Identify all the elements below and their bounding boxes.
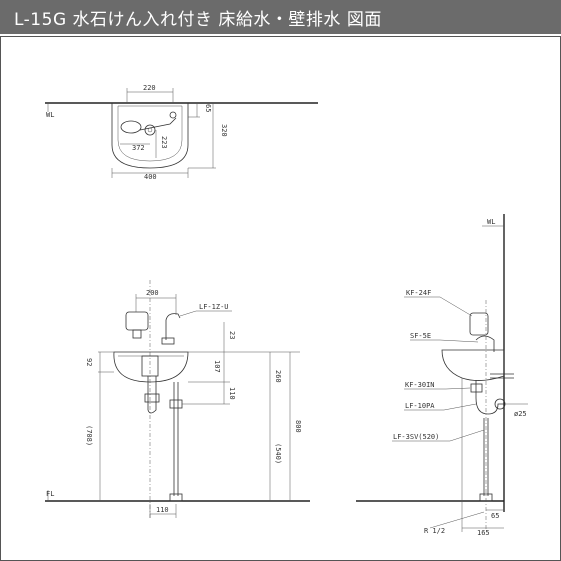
side-callout-valve: KF-30IN <box>405 381 435 389</box>
page-title: L-15G 水石けん入れ付き 床給水・壁排水 図面 <box>14 9 382 30</box>
top-basin-outline <box>111 103 189 169</box>
front-dim-260: 260 <box>274 370 282 383</box>
side-basin <box>441 349 505 381</box>
front-fl-label: FL <box>46 490 54 498</box>
front-dim-708: (708) <box>85 425 93 446</box>
front-drain-body <box>141 355 159 377</box>
top-wl-label: WL <box>46 111 54 119</box>
front-trap <box>147 376 157 414</box>
side-callout-thread: R 1/2 <box>424 527 445 535</box>
side-wl-label: WL <box>487 218 495 226</box>
front-dispenser <box>125 311 149 331</box>
side-callout-spout: SF-5E <box>410 332 431 340</box>
front-dim-540: (540) <box>274 443 282 464</box>
side-dim-165: 165 <box>477 529 490 537</box>
front-dim-110: 110 <box>228 387 236 400</box>
side-callout-pipe: ø25 <box>514 410 527 418</box>
front-dim-23: 23 <box>228 331 236 339</box>
front-dim-800: 800 <box>294 420 302 433</box>
top-dim-223: 223 <box>160 136 168 149</box>
top-faucet-spout <box>139 117 177 131</box>
front-dim-92: 92 <box>85 358 93 366</box>
side-trap <box>475 380 504 415</box>
side-callout-dispenser: KF-24F <box>406 289 431 297</box>
side-dispenser <box>469 312 489 336</box>
top-view: WL 220 400 65 320 <box>45 84 318 181</box>
side-faucet <box>475 335 495 352</box>
front-faucet <box>165 313 181 340</box>
top-drain <box>144 124 156 136</box>
front-dim-bottom: 110 <box>156 506 169 514</box>
front-dim-107: 107 <box>213 360 221 373</box>
front-callout-faucet: LF-1Z-U <box>199 303 229 311</box>
top-dispenser <box>120 120 142 134</box>
side-view: WL KF-24F SF-5E <box>356 214 528 537</box>
side-callout-trap: LF-3SV(520) <box>393 433 439 441</box>
top-dim-65: 65 <box>204 104 212 112</box>
top-dim-372: 372 <box>132 144 145 152</box>
side-callout-trap-top: LF-10PA <box>405 402 435 410</box>
front-dim-200: 200 <box>146 289 159 297</box>
side-dim-65: 65 <box>491 512 499 520</box>
front-view: FL 200 <box>45 280 310 520</box>
top-dim-400: 400 <box>144 173 157 181</box>
top-dim-320: 320 <box>220 124 228 137</box>
top-dim-220: 220 <box>143 84 156 92</box>
top-basin-inner <box>117 105 183 162</box>
front-valve <box>169 399 183 409</box>
front-basin <box>113 351 189 383</box>
title-bar: L-15G 水石けん入れ付き 床給水・壁排水 図面 <box>0 0 561 34</box>
